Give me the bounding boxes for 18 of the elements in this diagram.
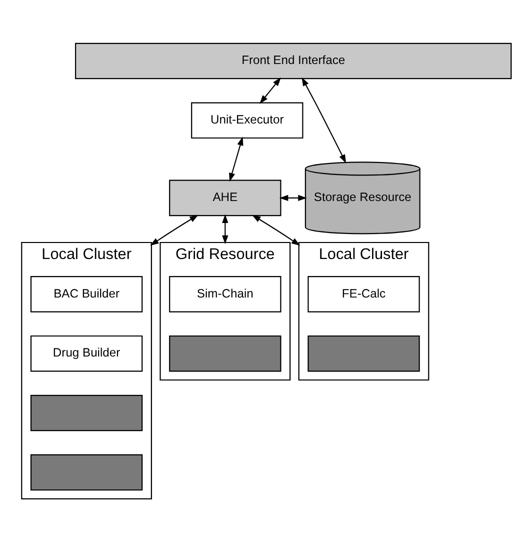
arrow [252,214,300,246]
arrow [229,136,244,182]
arrow [279,194,307,201]
node-box: Unit-Executor [191,102,304,138]
node-box: BAC Builder [30,276,143,312]
arrow [302,76,346,163]
arrow [222,214,228,244]
node-box: AHE [169,179,282,216]
node-box: FE-Calc [308,276,420,312]
node-box: Sim-Chain [169,276,282,312]
node-box [30,394,143,431]
arrow [260,76,282,104]
node-box [169,334,282,372]
node-box: Front End Interface [75,42,512,79]
node-box [308,334,420,372]
node-box: Drug Builder [30,334,143,372]
arrow [150,214,198,246]
node-box [30,454,143,490]
